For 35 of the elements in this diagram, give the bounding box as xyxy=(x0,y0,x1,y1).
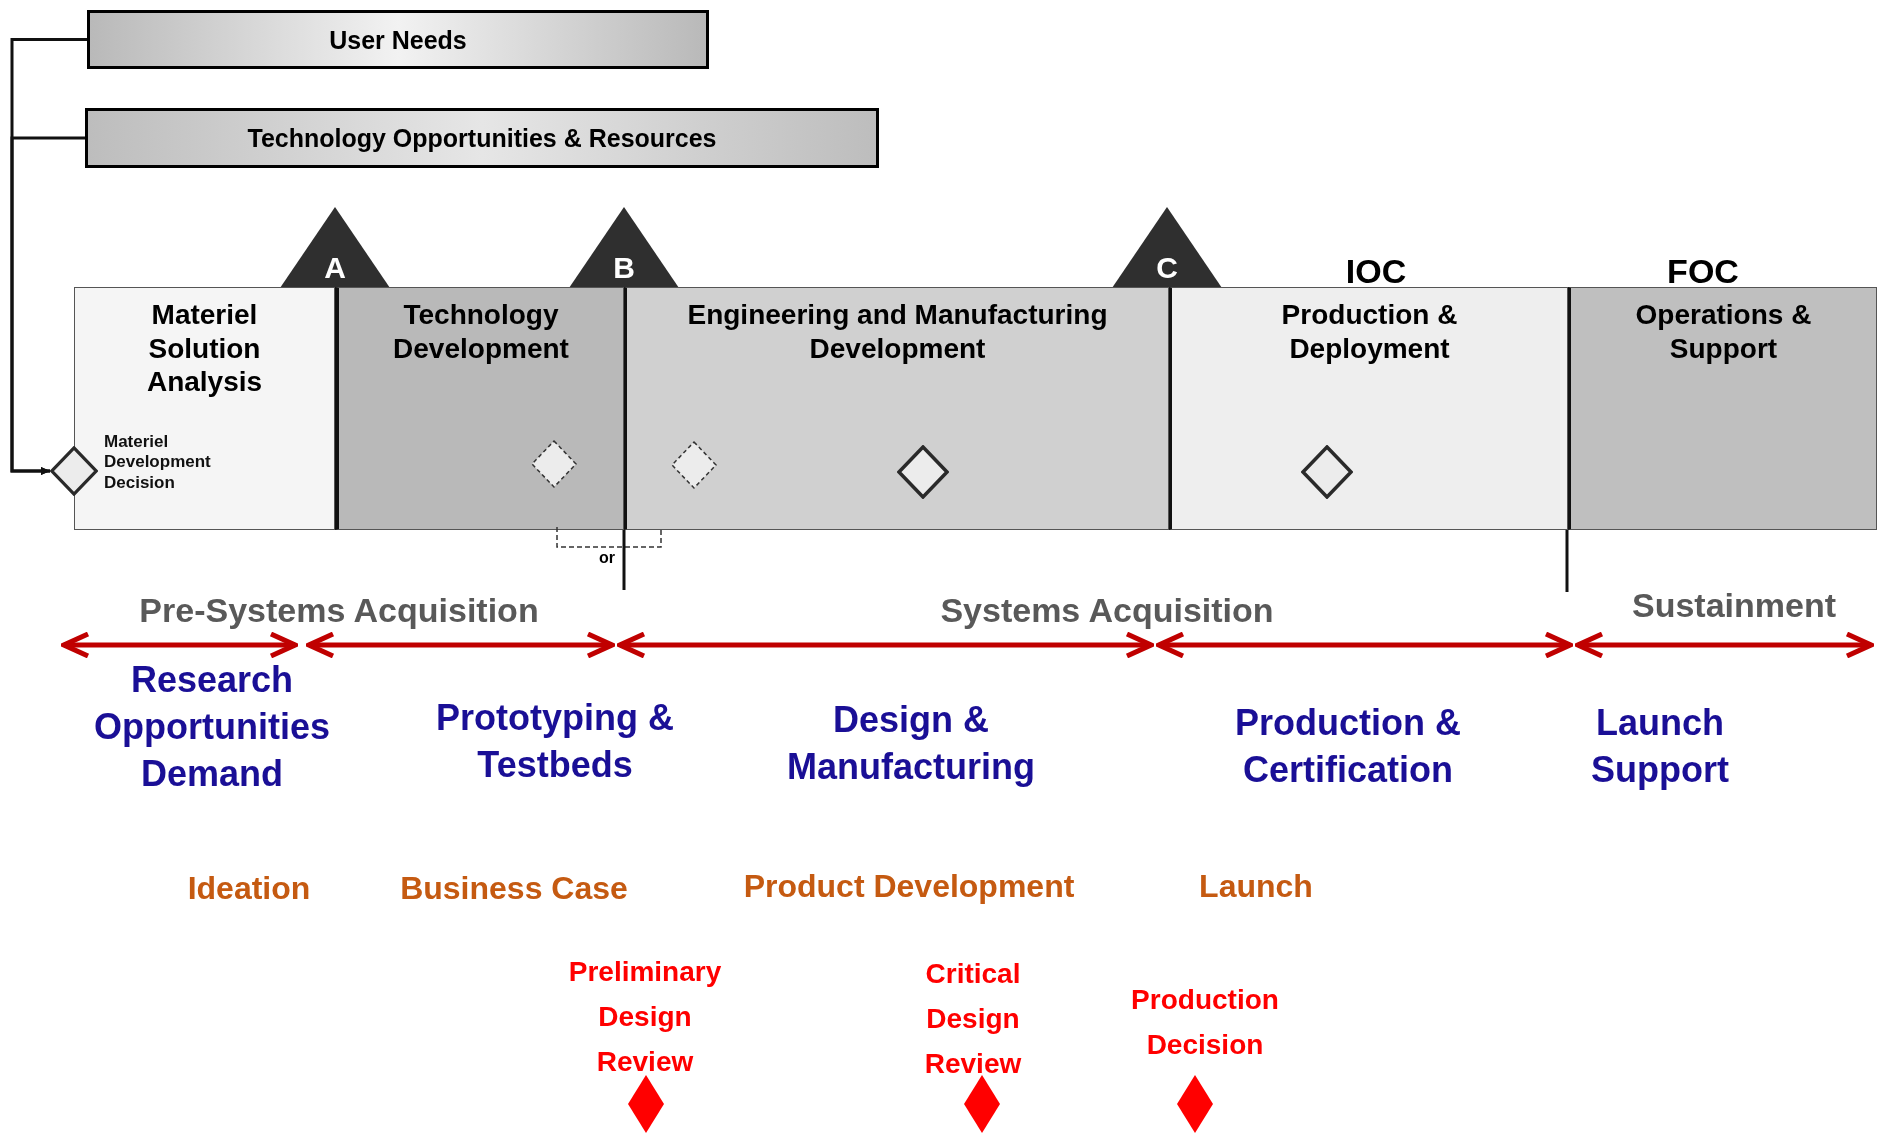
stage-label: Research Opportunities Demand xyxy=(93,658,331,796)
stage-label: Launch Support xyxy=(1590,701,1730,792)
phase-group-label: Sustainment xyxy=(1630,585,1837,626)
input-bar: User Needs xyxy=(87,10,709,69)
phase-group-label: Pre-Systems Acquisition xyxy=(138,590,540,631)
dashed-diamond xyxy=(530,439,578,489)
or-label: or xyxy=(598,548,616,568)
milestone-triangle: B xyxy=(569,207,679,288)
phase-box: Production & Deployment xyxy=(1169,287,1568,530)
connector-arrow xyxy=(10,136,85,475)
phase-box: Operations & Support xyxy=(1568,287,1877,530)
review-label: Critical Design Review xyxy=(923,957,1023,1081)
decision-diamond xyxy=(50,446,98,496)
review-diamond xyxy=(964,1075,1000,1133)
stage-label: Prototyping & Testbeds xyxy=(435,696,675,787)
phase-group-label: Systems Acquisition xyxy=(939,590,1275,631)
stage-label: Design & Manufacturing xyxy=(786,698,1036,789)
stage-label: Production & Certification xyxy=(1234,701,1462,792)
review-label: Preliminary Design Review xyxy=(567,955,723,1079)
dashed-diamond xyxy=(670,440,718,490)
step-label: Business Case xyxy=(399,869,629,908)
review-diamond xyxy=(628,1075,664,1133)
review-label: Production Decision xyxy=(1130,983,1280,1062)
step-label: Launch xyxy=(1198,867,1314,906)
decision-diamond xyxy=(1301,445,1353,499)
decision-diamond xyxy=(897,445,949,499)
input-bar: Technology Opportunities & Resources xyxy=(85,108,879,168)
phase-box: Technology Development xyxy=(335,287,624,530)
step-label: Product Development xyxy=(742,867,1076,906)
milestone-triangle: C xyxy=(1112,207,1222,288)
step-label: Ideation xyxy=(186,869,312,908)
milestone-triangle: A xyxy=(280,207,390,288)
phase-box: Engineering and Manufacturing Development xyxy=(624,287,1169,530)
review-diamond xyxy=(1177,1075,1213,1133)
decision-caption: Materiel Development Decision xyxy=(104,432,212,494)
